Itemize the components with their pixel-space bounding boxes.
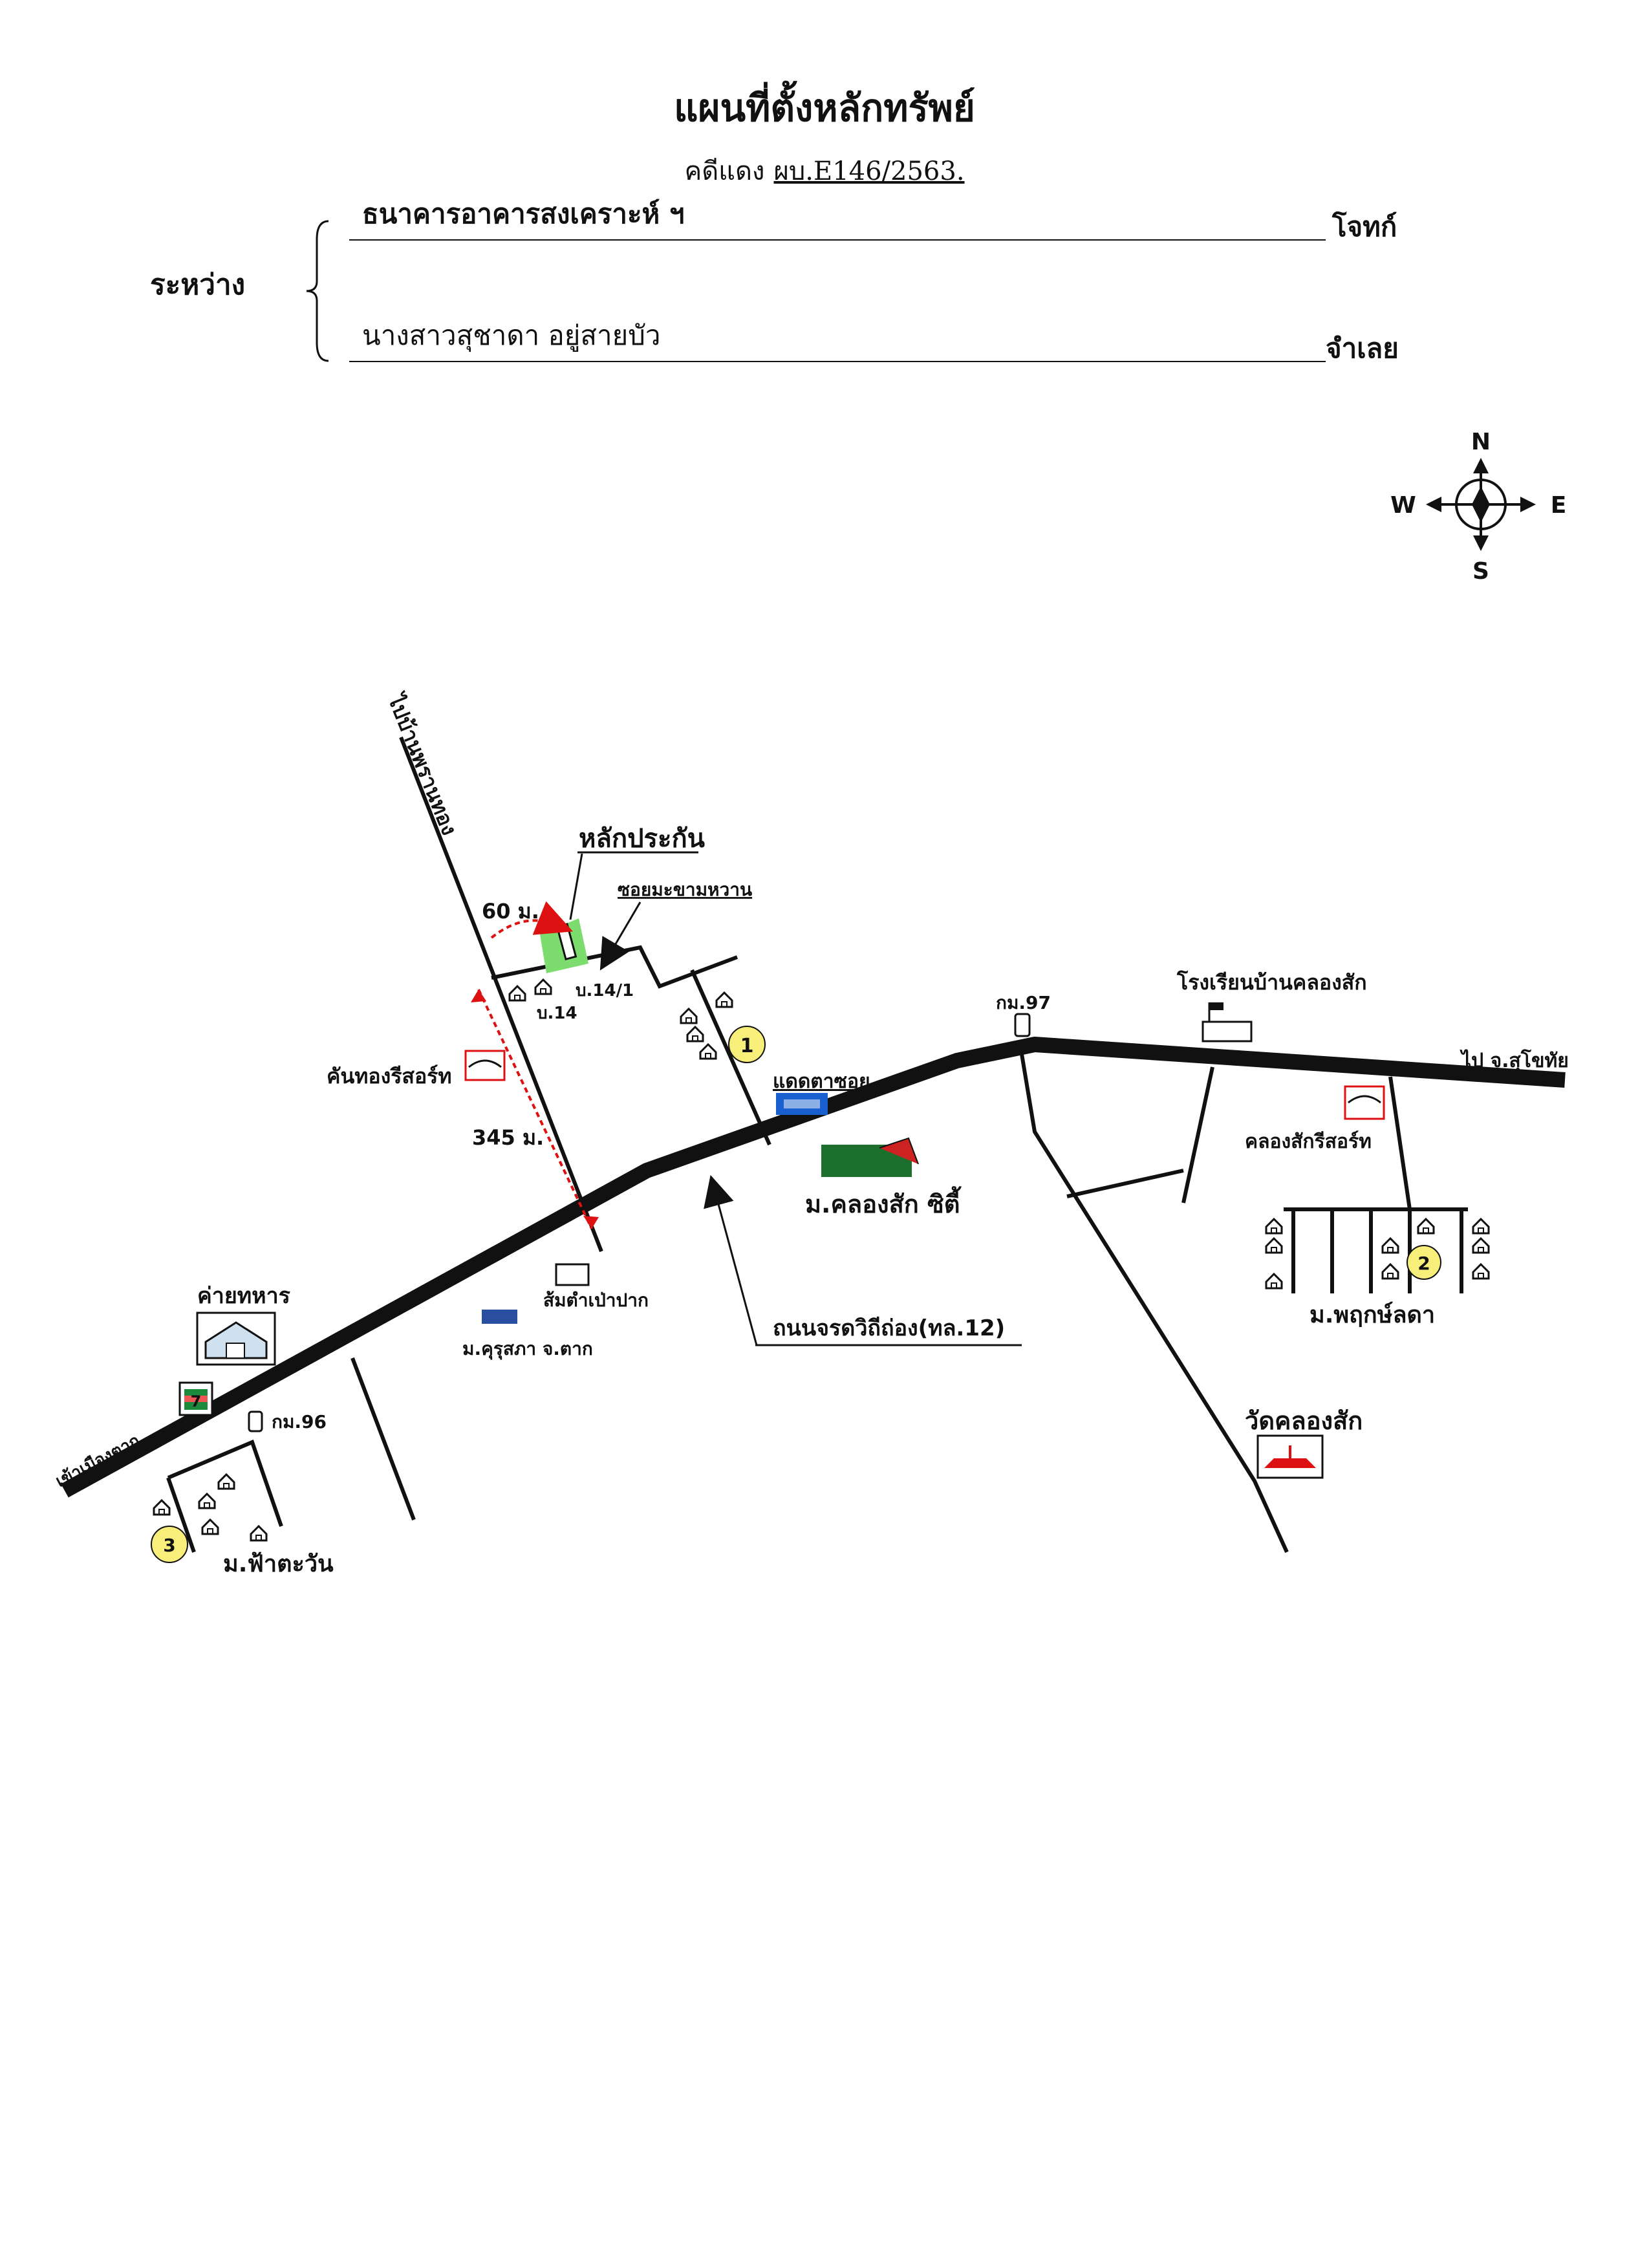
house-14-1-label: บ.14/1 bbox=[576, 981, 634, 1000]
case-line: คดีแดง ผบ.E146/2563. bbox=[0, 150, 1649, 191]
compass-w: W bbox=[1390, 492, 1416, 519]
seven-eleven-icon bbox=[178, 1381, 213, 1416]
resort-icon bbox=[464, 1050, 506, 1081]
km96-label: กม.96 bbox=[272, 1411, 327, 1432]
pruksa-village-roads bbox=[1284, 1207, 1468, 1293]
temple-road bbox=[1020, 1053, 1289, 1553]
military-camp-label: ค่ายทหาร bbox=[197, 1283, 291, 1309]
marker-2-label: 2 bbox=[1417, 1253, 1430, 1274]
school-label: โรงเรียนบ้านคลองสัก bbox=[1176, 970, 1367, 995]
resort-road bbox=[1388, 1076, 1412, 1210]
marker-3-label: 3 bbox=[163, 1535, 175, 1556]
khlongsak-resort-icon bbox=[1344, 1085, 1385, 1120]
house-14-label: บ.14 bbox=[537, 1004, 577, 1023]
temple-label: วัดคลองสัก bbox=[1245, 1407, 1363, 1435]
compass-rose: N S W E bbox=[1390, 429, 1566, 585]
plaintiff-line: ธนาคารอาคารสงเคราะห์ ฯ bbox=[349, 198, 1326, 241]
village-khurusapha-label: ม.คุรุสภา จ.ตาก bbox=[462, 1338, 593, 1360]
village-fa-tawan-label: ม.ฟ้าตะวัน bbox=[223, 1551, 334, 1577]
main-highway bbox=[61, 1037, 1566, 1498]
som-tam-label: ส้มตำเป่าปาก bbox=[543, 1290, 649, 1311]
distance-345-label: 345 ม. bbox=[472, 1125, 544, 1150]
fa-tawan-roads bbox=[166, 1477, 196, 1553]
highway-label: ถนนจรดวิถีถ่อง(ทล.12) bbox=[773, 1315, 1005, 1341]
road-north-branch bbox=[1181, 1066, 1214, 1204]
case-label: คดีแดง bbox=[684, 157, 765, 186]
soi-road bbox=[491, 945, 738, 989]
document-title: แผนที่ตั้งหลักทรัพย์ bbox=[674, 86, 975, 130]
side-road-north bbox=[399, 736, 603, 1253]
brace bbox=[306, 220, 329, 362]
km97-marker bbox=[1014, 1013, 1031, 1037]
defendant-name: นางสาวสุชาดา อยู่สายบัว bbox=[362, 319, 661, 351]
school-icon bbox=[1202, 1002, 1253, 1042]
compass-e: E bbox=[1551, 492, 1567, 519]
marker-1-label: 1 bbox=[740, 1035, 754, 1057]
defendant-role: จำเลย bbox=[1326, 332, 1399, 364]
village-city-icon bbox=[821, 1137, 919, 1177]
to-sukhothai-label: ไป จ.สุโขทัย bbox=[1460, 1048, 1569, 1073]
plaintiff-role: โจทก์ bbox=[1332, 211, 1397, 243]
compass-s: S bbox=[1472, 558, 1489, 585]
military-camp-icon bbox=[196, 1312, 276, 1366]
defendant-line: นางสาวสุชาดา อยู่สายบัว bbox=[349, 319, 1326, 362]
village-khlong-sak-city-label: ม.คลองสัก ซิตี้ bbox=[805, 1186, 962, 1218]
collateral-label: หลักประกัน bbox=[579, 824, 705, 854]
distance-60-label: 60 ม. bbox=[482, 899, 539, 923]
km96-marker bbox=[248, 1410, 263, 1432]
khurusapha-icon bbox=[482, 1310, 517, 1324]
som-tam-icon bbox=[555, 1263, 590, 1286]
marker-3 bbox=[151, 1526, 188, 1563]
fa-tawan-roads-2 bbox=[167, 1439, 283, 1527]
marker-2 bbox=[1406, 1245, 1441, 1280]
case-number: ผบ.E146/2563. bbox=[773, 157, 965, 186]
between-label: ระหว่าง bbox=[150, 268, 246, 301]
temple-icon bbox=[1256, 1434, 1324, 1479]
road-to-ban-phrao-label: ไปบ้านพรานทอง bbox=[382, 689, 462, 839]
cross-road bbox=[1066, 1169, 1184, 1198]
seven-eleven-label: 7 bbox=[191, 1392, 202, 1410]
police-box-label: แดดตาซอย bbox=[773, 1070, 870, 1093]
marker-1 bbox=[728, 1026, 766, 1063]
village-pruksa-label: ม.พฤกษ์ลดา bbox=[1310, 1301, 1435, 1328]
compass-n: N bbox=[1471, 429, 1491, 455]
road-west-1 bbox=[350, 1357, 416, 1521]
plaintiff-name: ธนาคารอาคารสงเคราะห์ ฯ bbox=[362, 198, 685, 230]
khlongsak-resort-label: คลองสักรีสอร์ท bbox=[1245, 1130, 1372, 1153]
kanthong-resort-label: คันทองรีสอร์ท bbox=[327, 1064, 451, 1088]
soi-name-label: ซอยมะขามหวาน bbox=[618, 879, 752, 900]
side-road-1 bbox=[690, 969, 771, 1146]
km97-label: กม.97 bbox=[996, 992, 1051, 1013]
